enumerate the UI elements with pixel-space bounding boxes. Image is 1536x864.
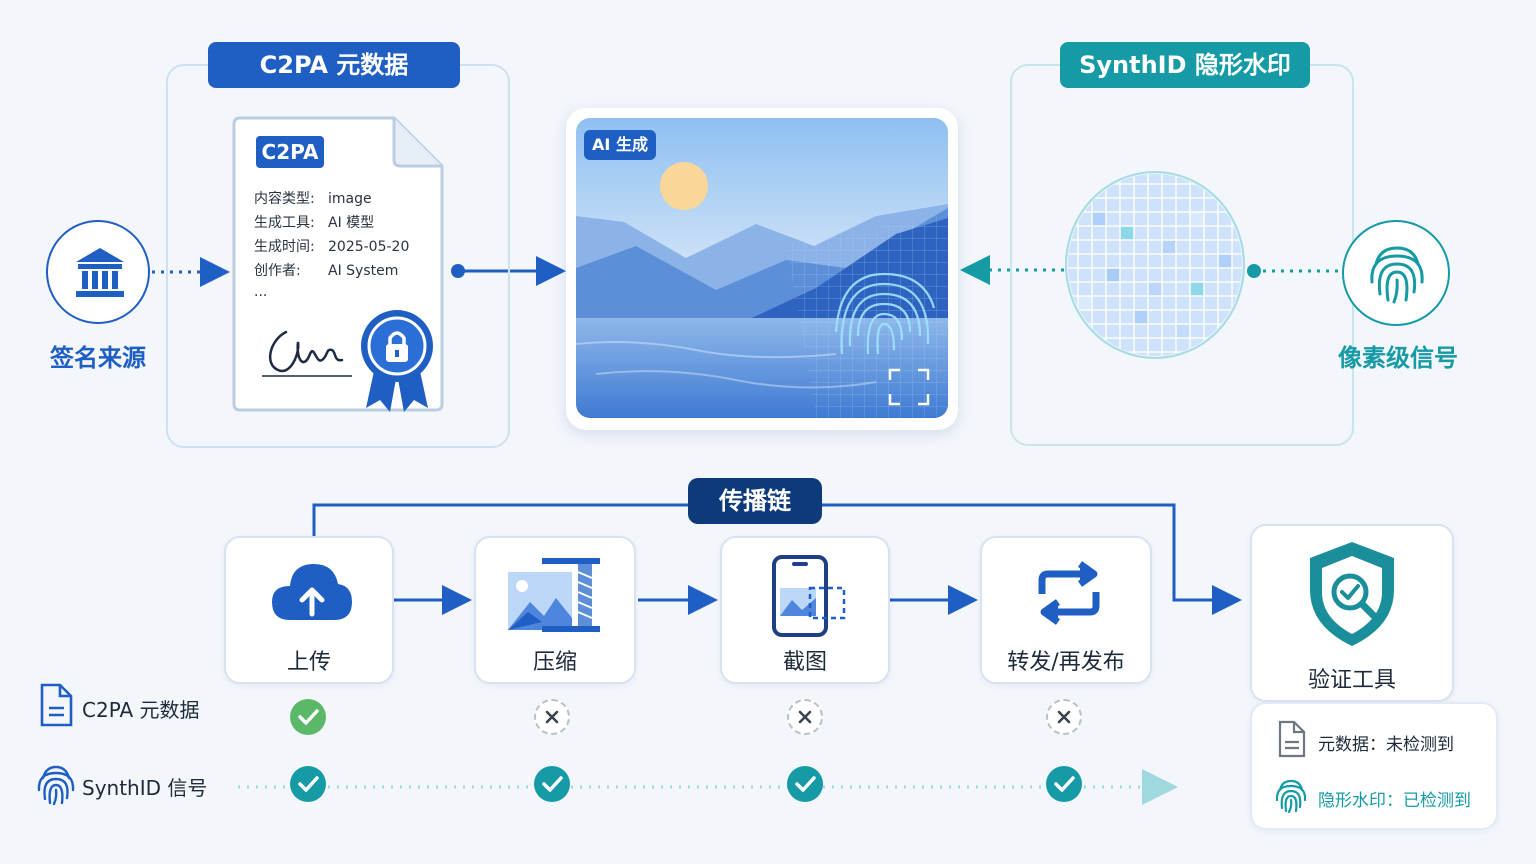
screenshot-icon	[772, 555, 846, 637]
verify-result-box: 元数据：未检测到 隐形水印：已检测到	[1250, 702, 1498, 830]
stage-card-compress: 压缩	[474, 536, 636, 684]
doc-field-tool: 生成工具:AI 模型	[254, 215, 375, 231]
lock-seal-icon	[361, 310, 433, 412]
doc-field-creator: 创作者:AI System	[254, 263, 399, 279]
landscape-image	[576, 118, 948, 418]
stage-card-screenshot: 截图	[720, 536, 890, 684]
watermark-result: 隐形水印：已检测到	[1318, 791, 1471, 811]
c2pa-status-screenshot	[787, 699, 823, 735]
check-icon	[1054, 776, 1075, 792]
c2pa-row-doc-icon	[40, 683, 73, 727]
c2pa-document: C2PA 内容类型:image 生成工具:AI 模型 生成时间:2025-05-…	[232, 116, 444, 412]
chain-title: 传播链	[688, 478, 822, 524]
metadata-result: 元数据：未检测到	[1318, 735, 1454, 755]
cross-icon	[545, 710, 559, 724]
verify-tool-label: 验证工具	[1307, 668, 1396, 693]
synthid-status-upload	[290, 766, 326, 802]
c2pa-status-upload	[290, 699, 326, 735]
repost-icon	[1038, 561, 1100, 625]
stage-label-repost: 转发/再发布	[1007, 650, 1125, 675]
chain-bracket-line	[312, 503, 1236, 600]
bank-icon	[76, 248, 124, 297]
pixel-grid-icon	[1065, 171, 1245, 359]
fingerprint-circle	[1342, 220, 1450, 326]
doc-field-time: 生成时间:2025-05-20	[254, 239, 410, 255]
document-icon	[1278, 720, 1306, 758]
signature-icon	[262, 330, 352, 377]
cross-icon	[1057, 710, 1071, 724]
cloud-upload-icon	[272, 564, 352, 620]
stage-label-screenshot: 截图	[782, 650, 827, 675]
c2pa-status-compress	[534, 699, 570, 735]
c2pa-status-repost	[1046, 699, 1082, 735]
doc-ellipsis: ...	[254, 284, 268, 300]
check-icon	[298, 776, 319, 792]
check-icon	[795, 776, 816, 792]
c2pa-doc-badge: C2PA	[256, 136, 324, 168]
c2pa-row-label: C2PA 元数据	[82, 698, 200, 722]
fingerprint-icon	[1370, 246, 1424, 304]
scan-frame-icon	[888, 368, 930, 406]
fingerprint-overlay-icon	[834, 272, 936, 355]
verify-tool-card: 验证工具	[1250, 524, 1454, 702]
fingerprint-result-icon	[1275, 779, 1307, 814]
compress-image-icon	[508, 558, 600, 632]
synthid-status-repost	[1046, 766, 1082, 802]
signer-circle	[46, 220, 150, 324]
doc-field-content-type: 内容类型:image	[254, 191, 372, 207]
stage-card-repost: 转发/再发布	[980, 536, 1152, 684]
shield-search-icon	[1310, 542, 1394, 646]
ai-generated-badge: AI 生成	[584, 130, 656, 160]
check-icon	[298, 709, 319, 725]
ai-image-card: AI 生成	[566, 108, 958, 430]
synthid-status-compress	[534, 766, 570, 802]
cross-icon	[798, 710, 812, 724]
synthid-row-label: SynthID 信号	[82, 776, 208, 800]
synthid-row-fingerprint-icon	[37, 765, 75, 806]
signer-label: 签名来源	[50, 344, 146, 372]
stage-card-upload: 上传	[224, 536, 394, 684]
stage-label-compress: 压缩	[532, 650, 577, 675]
check-icon	[542, 776, 563, 792]
c2pa-panel-title: C2PA 元数据	[208, 42, 460, 88]
stage-label-upload: 上传	[286, 650, 331, 675]
pixel-signal-label: 像素级信号	[1338, 344, 1458, 372]
synthid-panel-title: SynthID 隐形水印	[1060, 42, 1310, 88]
synthid-status-screenshot	[787, 766, 823, 802]
